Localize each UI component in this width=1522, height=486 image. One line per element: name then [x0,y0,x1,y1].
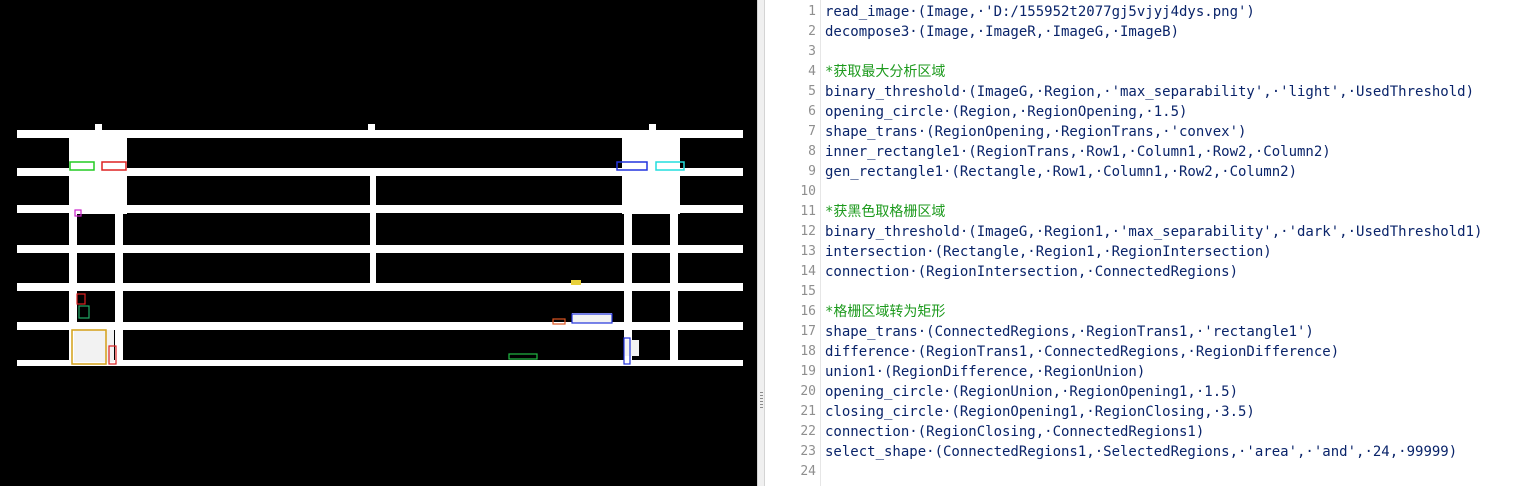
code-line[interactable]: connection·(RegionIntersection,·Connecte… [825,264,1239,280]
code-line[interactable]: decompose3·(Image,·ImageR,·ImageG,·Image… [825,24,1180,40]
code-line[interactable]: inner_rectangle1·(RegionTrans,·Row1,·Col… [825,144,1331,160]
line-number: 24 [800,464,816,479]
code-line[interactable]: read_image·(Image,·'D:/155952t2077gj5vjy… [825,4,1255,20]
line-number: 19 [800,364,816,379]
line-number: 5 [808,84,816,99]
line-number: 16 [800,304,816,319]
line-number: 4 [808,64,816,79]
panel-splitter[interactable] [757,0,765,486]
line-number: 22 [800,424,816,439]
splitter-grip-icon[interactable] [760,392,763,410]
code-comment-line[interactable]: *格栅区域转为矩形 [825,304,946,320]
line-number: 10 [800,184,816,199]
line-number: 1 [808,4,816,19]
code-line[interactable]: closing_circle·(RegionOpening1,·RegionCl… [825,404,1255,420]
code-comment-line[interactable]: *获取最大分析区域 [825,64,946,80]
code-line[interactable]: opening_circle·(Region,·RegionOpening,·1… [825,104,1188,120]
line-number: 11 [800,204,816,219]
line-number: 21 [800,404,816,419]
line-number: 3 [808,44,816,59]
code-line[interactable]: union1·(RegionDifference,·RegionUnion) [825,364,1146,380]
code-line[interactable]: gen_rectangle1·(Rectangle,·Row1,·Column1… [825,164,1298,180]
line-number: 13 [800,244,816,259]
code-line[interactable]: opening_circle·(RegionUnion,·RegionOpeni… [825,384,1239,400]
line-number: 7 [808,124,816,139]
code-line[interactable]: connection·(RegionClosing,·ConnectedRegi… [825,424,1205,440]
code-line[interactable]: binary_threshold·(ImageG,·Region1,·'max_… [825,224,1483,240]
line-number: 20 [800,384,816,399]
line-number: 2 [808,24,816,39]
line-number: 9 [808,164,816,179]
line-number: 18 [800,344,816,359]
line-number: 6 [808,104,816,119]
code-line[interactable]: intersection·(Rectangle,·Region1,·Region… [825,244,1272,260]
code-comment-line[interactable]: *获黑色取格栅区域 [825,204,946,220]
grate-image [0,0,757,486]
code-line[interactable]: shape_trans·(RegionOpening,·RegionTrans,… [825,124,1247,140]
line-number: 14 [800,264,816,279]
line-number: 8 [808,144,816,159]
line-number: 15 [800,284,816,299]
code-line[interactable]: select_shape·(ConnectedRegions1,·Selecte… [825,444,1458,460]
line-number: 17 [800,324,816,339]
line-number: 23 [800,444,816,459]
image-viewer[interactable] [0,0,757,486]
code-line[interactable]: difference·(RegionTrans1,·ConnectedRegio… [825,344,1340,360]
code-line[interactable]: shape_trans·(ConnectedRegions,·RegionTra… [825,324,1314,340]
line-number: 12 [800,224,816,239]
code-line[interactable]: binary_threshold·(ImageG,·Region,·'max_s… [825,84,1475,100]
